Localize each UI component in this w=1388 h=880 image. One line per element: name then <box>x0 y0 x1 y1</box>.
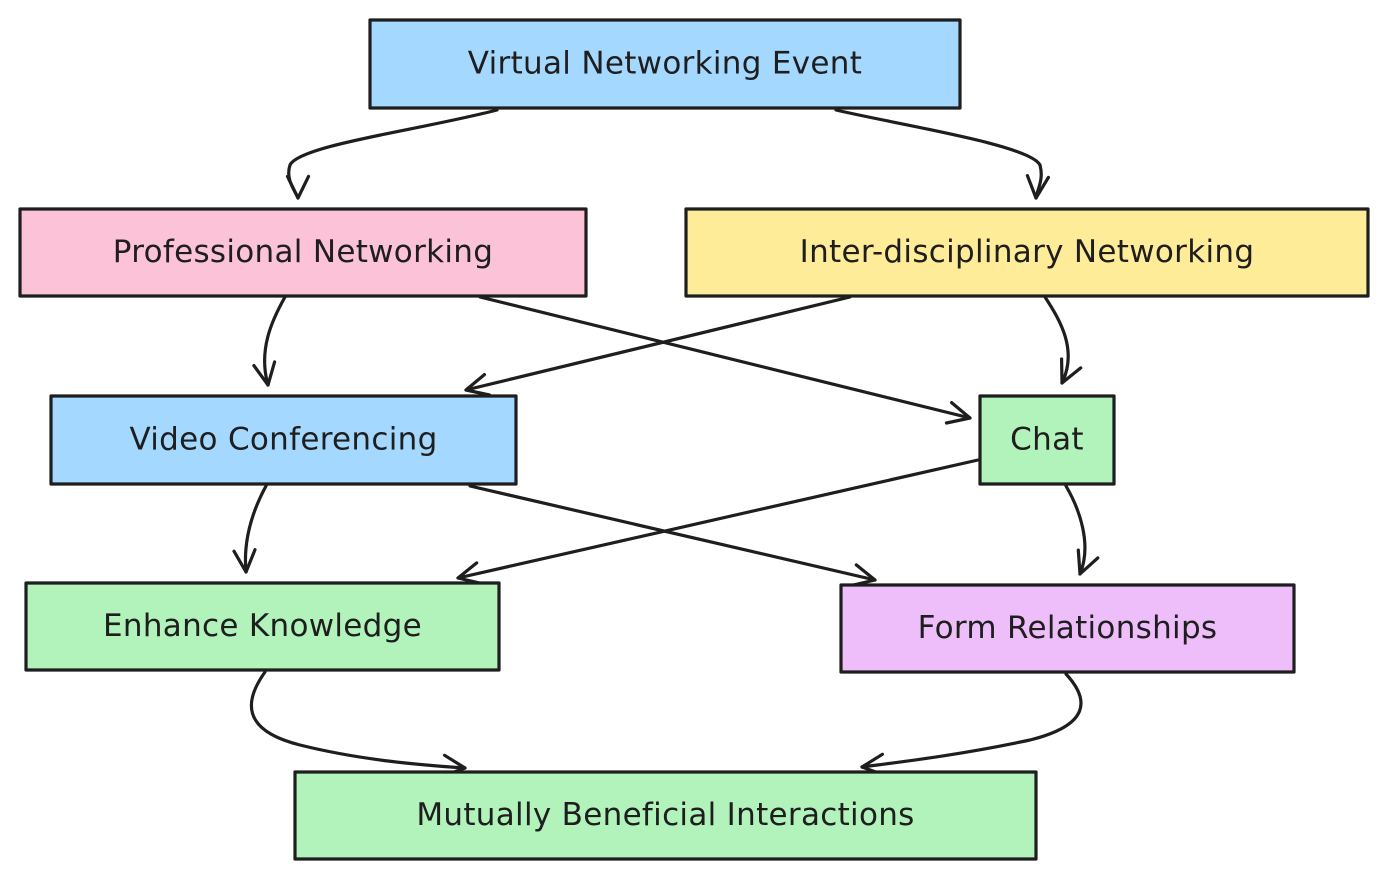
edges-layer <box>232 108 1100 778</box>
edge-virtual-networking-event-to-professional-networking <box>285 108 499 200</box>
edge-chat-to-form-relationships <box>1064 484 1100 576</box>
arrowhead-icon <box>1025 174 1050 200</box>
edge-line <box>456 458 980 580</box>
node-box <box>839 583 1296 674</box>
arrowhead-icon <box>464 373 492 397</box>
node-label: Mutually Beneficial Interactions <box>416 797 914 833</box>
node-video-conferencing[interactable]: Video Conferencing <box>49 394 518 486</box>
edge-professional-networking-to-chat <box>478 295 972 425</box>
node-label: Professional Networking <box>113 234 493 270</box>
node-label: Enhance Knowledge <box>103 608 422 644</box>
edge-line <box>263 295 287 387</box>
node-mutually-beneficial-interactions[interactable]: Mutually Beneficial Interactions <box>293 770 1038 861</box>
edge-inter-disciplinary-networking-to-video-conferencing <box>464 295 852 397</box>
edge-line <box>468 484 877 582</box>
edge-line <box>249 670 467 770</box>
edge-line <box>860 672 1083 769</box>
arrowhead-icon <box>1076 548 1100 576</box>
edge-inter-disciplinary-networking-to-chat <box>1043 295 1083 385</box>
edge-video-conferencing-to-enhance-knowledge <box>232 484 268 574</box>
edge-line <box>478 295 972 420</box>
edge-chat-to-enhance-knowledge <box>456 458 980 585</box>
arrowhead-icon <box>944 401 972 425</box>
node-label: Form Relationships <box>918 610 1218 646</box>
node-box <box>978 394 1116 486</box>
node-professional-networking[interactable]: Professional Networking <box>18 207 588 298</box>
edge-enhance-knowledge-to-mutually-beneficial-interactions <box>249 670 467 778</box>
node-chat[interactable]: Chat <box>978 394 1116 486</box>
node-label: Chat <box>1010 422 1084 458</box>
edge-line <box>287 108 499 200</box>
edge-line <box>834 108 1043 200</box>
arrowhead-icon <box>1060 357 1083 385</box>
edge-professional-networking-to-video-conferencing <box>252 295 287 387</box>
arrowhead-icon <box>252 360 277 387</box>
edge-line <box>243 484 268 574</box>
node-box <box>18 207 588 298</box>
arrowhead-icon <box>232 548 257 574</box>
node-enhance-knowledge[interactable]: Enhance Knowledge <box>24 581 501 672</box>
node-box <box>684 207 1370 298</box>
node-label: Inter-disciplinary Networking <box>800 234 1255 270</box>
edge-line <box>1064 484 1087 576</box>
edge-line <box>464 295 852 392</box>
node-label: Video Conferencing <box>129 422 437 458</box>
node-box <box>24 581 501 672</box>
edge-virtual-networking-event-to-inter-disciplinary-networking <box>834 108 1050 200</box>
node-inter-disciplinary-networking[interactable]: Inter-disciplinary Networking <box>684 207 1370 298</box>
node-box <box>49 394 518 486</box>
edge-form-relationships-to-mutually-beneficial-interactions <box>860 672 1083 777</box>
arrowhead-icon <box>285 174 311 200</box>
node-virtual-networking-event[interactable]: Virtual Networking Event <box>368 18 962 110</box>
edge-line <box>1043 295 1070 385</box>
edge-video-conferencing-to-form-relationships <box>468 484 877 587</box>
node-label: Virtual Networking Event <box>468 46 862 82</box>
node-box <box>368 18 962 110</box>
node-box <box>293 770 1038 861</box>
node-form-relationships[interactable]: Form Relationships <box>839 583 1296 674</box>
